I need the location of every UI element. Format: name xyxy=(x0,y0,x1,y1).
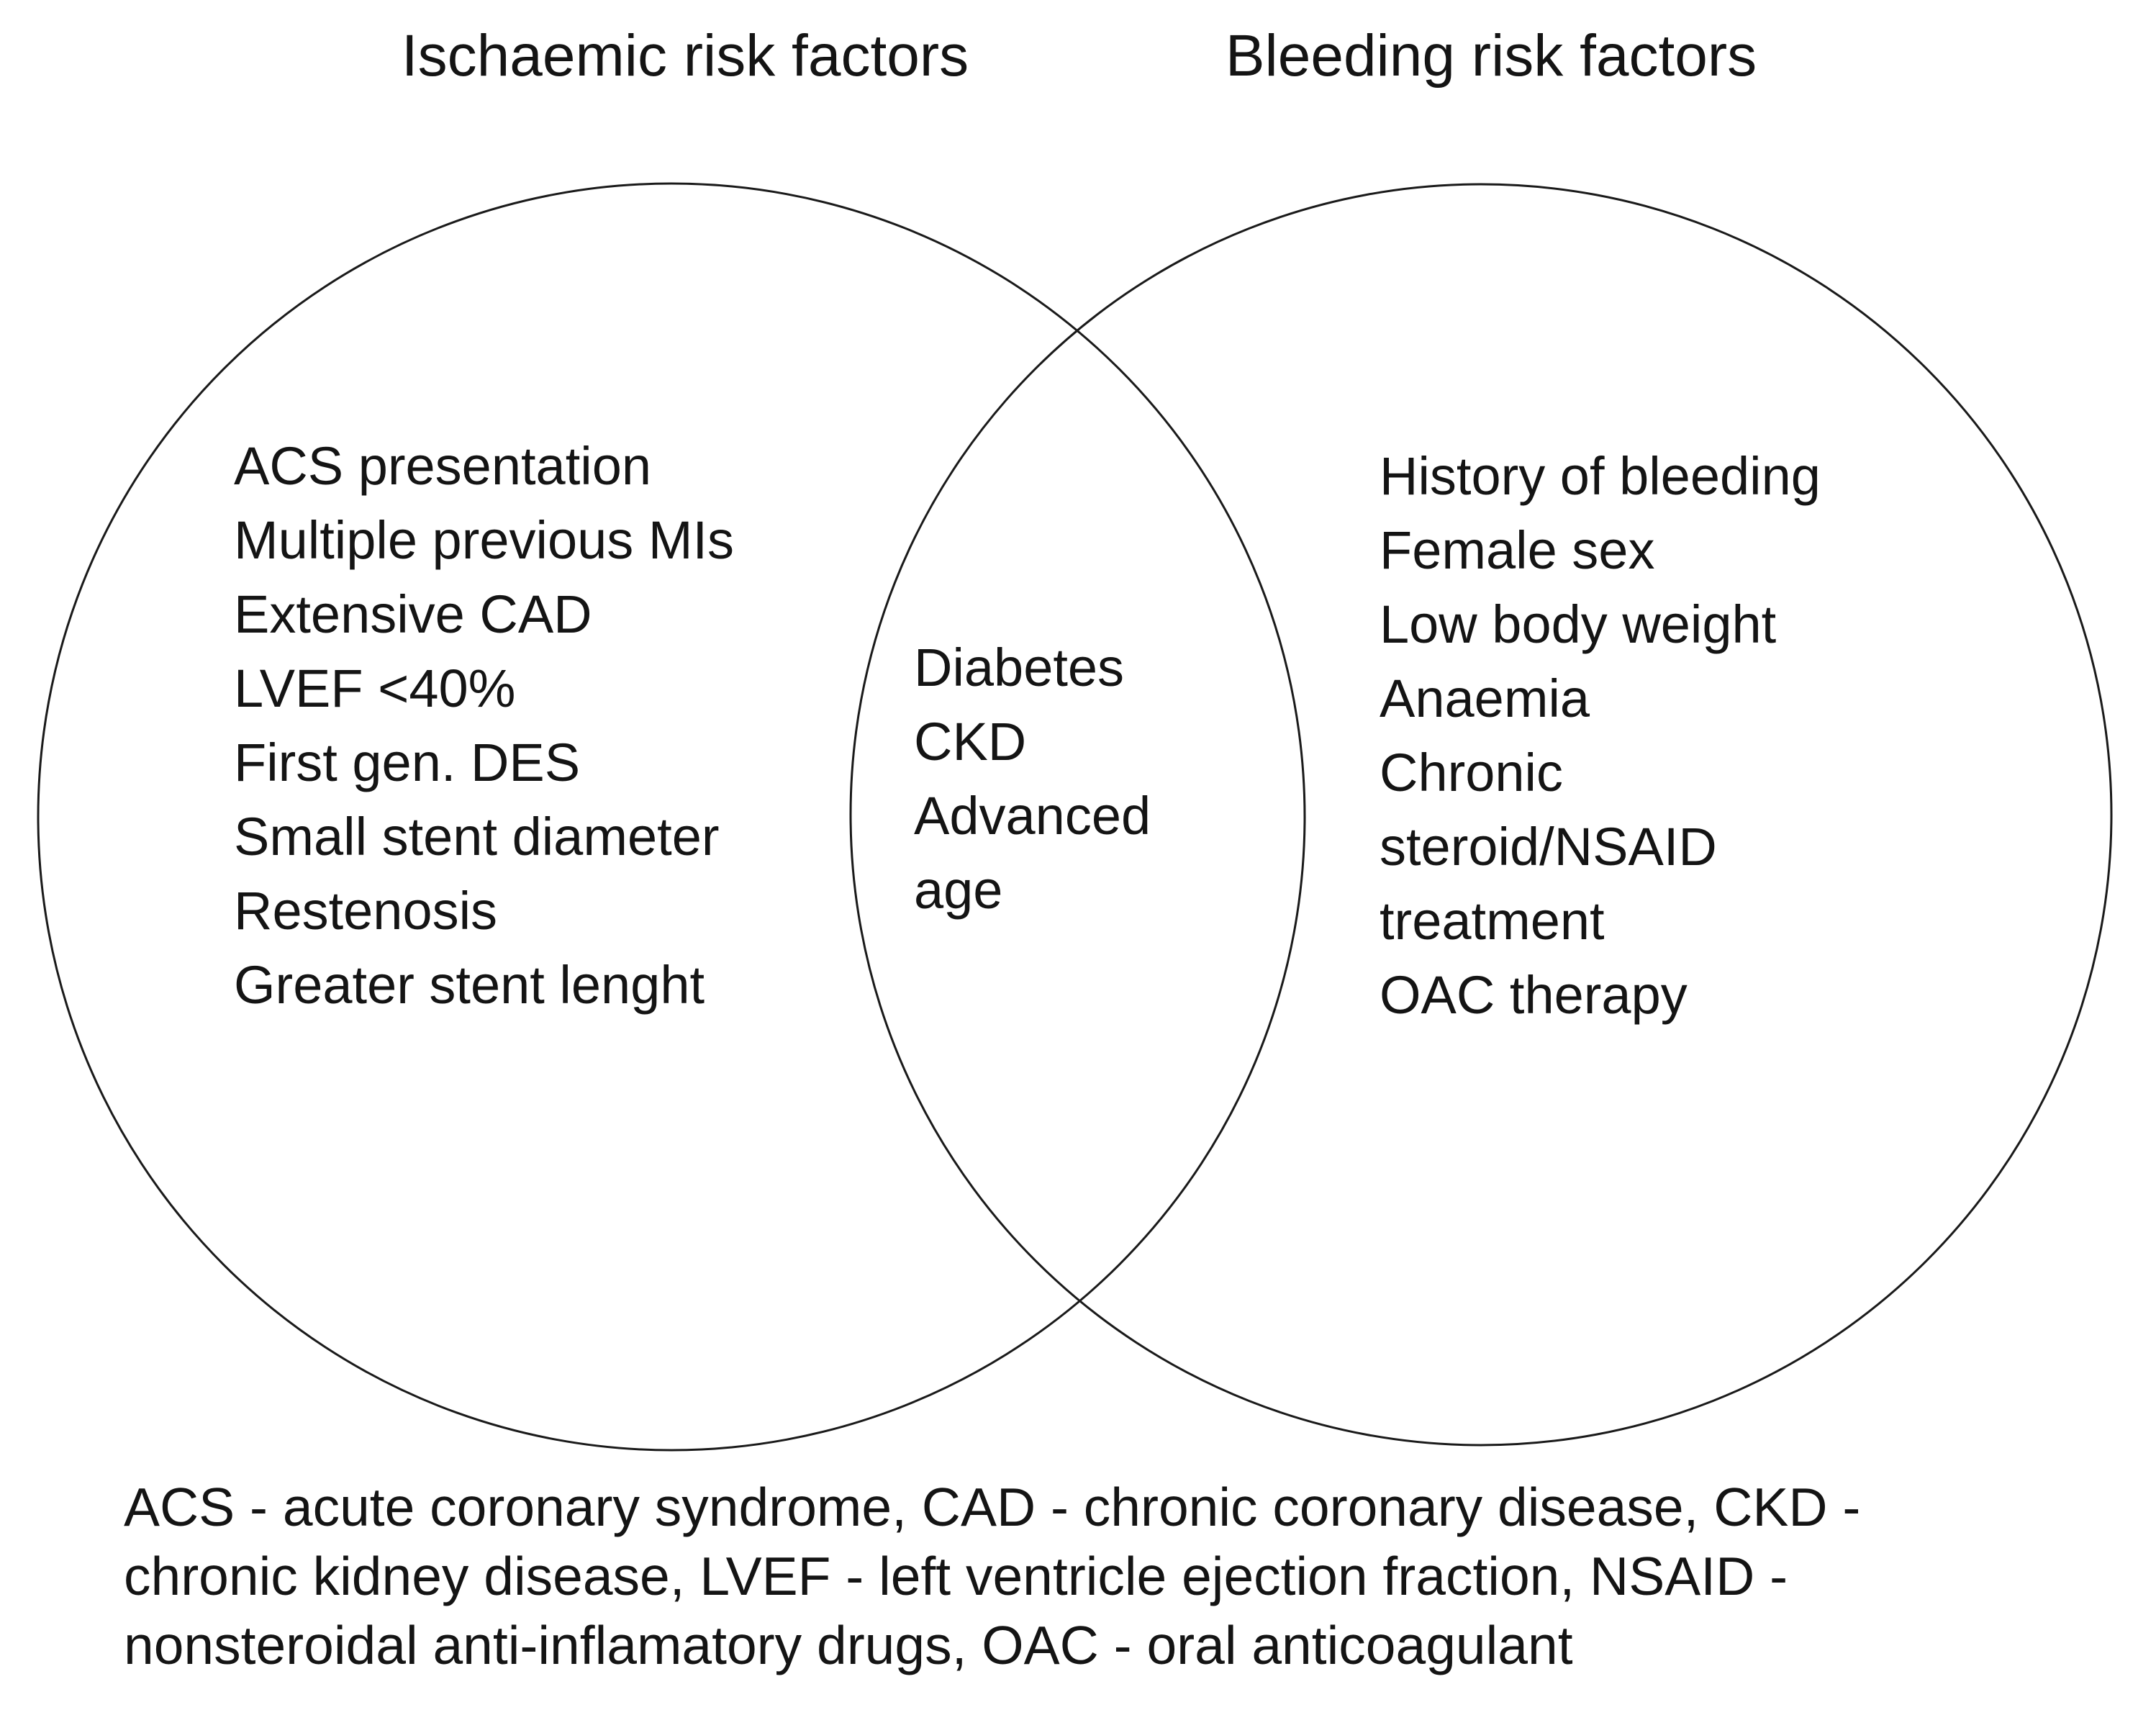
ischaemic-title: Ischaemic risk factors xyxy=(401,23,969,89)
shared-risk-item: Diabetes xyxy=(914,638,1125,697)
ischaemic-risk-item: First gen. DES xyxy=(234,733,581,792)
ischaemic-risk-item: Restenosis xyxy=(234,881,498,941)
bleeding-risk-item: treatment xyxy=(1380,891,1605,951)
ischaemic-risk-item: Greater stent lenght xyxy=(234,955,705,1015)
bleeding-risk-item: Anaemia xyxy=(1380,669,1590,728)
bleeding-risk-item: History of bleeding xyxy=(1380,446,1821,506)
footnote-line: chronic kidney disease, LVEF - left vent… xyxy=(124,1546,1788,1606)
ischaemic-circle xyxy=(37,182,1306,1452)
footnote-line: ACS - acute coronary syndrome, CAD - chr… xyxy=(124,1477,1861,1537)
footnote-line: nonsteroidal anti-inflamatory drugs, OAC… xyxy=(124,1615,1573,1675)
shared-risk-item: CKD xyxy=(914,712,1027,771)
bleeding-risk-item: Low body weight xyxy=(1380,594,1777,654)
bleeding-title: Bleeding risk factors xyxy=(1225,23,1757,89)
ischaemic-risk-item: LVEF <40% xyxy=(234,659,516,718)
shared-risk-item: age xyxy=(914,860,1003,920)
bleeding-circle xyxy=(849,183,2113,1447)
bleeding-risk-item: OAC therapy xyxy=(1380,965,1688,1025)
ischaemic-risk-item: Extensive CAD xyxy=(234,584,592,644)
ischaemic-risk-item: Small stent diameter xyxy=(234,807,720,866)
bleeding-risk-item: Female sex xyxy=(1380,520,1655,580)
abbreviations-footnote: ACS - acute coronary syndrome, CAD - chr… xyxy=(124,1472,1860,1680)
ischaemic-risk-item: ACS presentation xyxy=(234,436,652,496)
bleeding-risk-item: steroid/NSAID xyxy=(1380,817,1717,877)
shared-risk-item: Advanced xyxy=(914,786,1151,846)
bleeding-risk-item: Chronic xyxy=(1380,743,1563,802)
ischaemic-risk-item: Multiple previous MIs xyxy=(234,510,735,570)
